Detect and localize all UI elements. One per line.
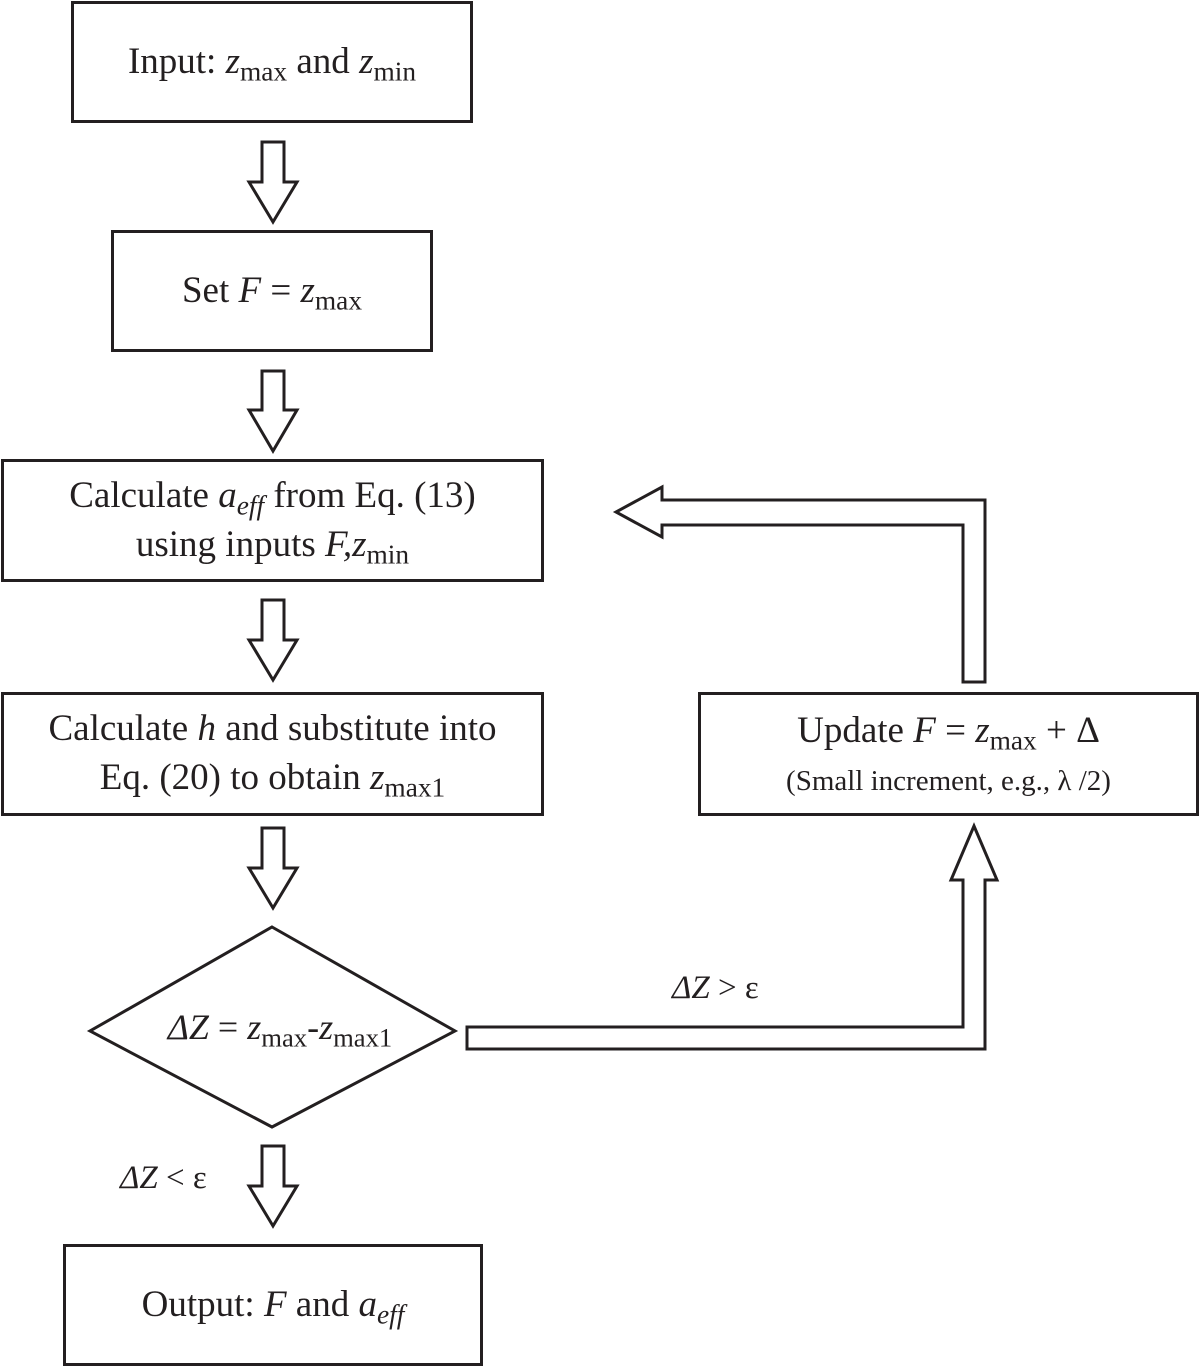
greater-than-epsilon: > ε: [709, 970, 759, 1006]
comma: ,: [342, 523, 353, 565]
sub-eff: eff: [236, 490, 265, 521]
sub-max: max: [314, 285, 363, 316]
var-f: F: [238, 269, 262, 311]
sub-max: max: [261, 1022, 308, 1053]
var-z: z: [352, 523, 367, 565]
calc-prefix: Calculate: [48, 708, 198, 750]
calc-aeff-line1: Calculate aeff from Eq. (13): [69, 472, 476, 521]
set-prefix: Set: [181, 269, 239, 311]
arrow-down-1: [246, 140, 300, 225]
sub-max: max: [989, 726, 1037, 757]
calc-h-line1: Calculate h and substitute into: [48, 705, 496, 754]
update-box: Update F = zmax + Δ (Small increment, e.…: [698, 692, 1199, 816]
condition-less-label: ΔZ < ε: [120, 1160, 207, 1197]
var-z: z: [300, 269, 315, 311]
update-line2: (Small increment, e.g., λ /2): [786, 765, 1111, 798]
calc-aeff-line2: using inputs F,zmin: [136, 521, 409, 570]
set-text: Set F = zmax: [182, 267, 362, 316]
output-and: and: [286, 1283, 359, 1325]
decision-label: ΔZ = zmax-zmax1: [100, 1006, 460, 1051]
sub-max1: max1: [384, 772, 446, 803]
delta-symbol: Δ: [167, 1007, 189, 1047]
input-and: and: [287, 40, 360, 82]
sub-min: min: [366, 539, 410, 570]
sub-max: max: [239, 56, 288, 87]
var-capital-z: Z: [691, 970, 710, 1006]
var-z: z: [319, 1007, 334, 1047]
var-f: F: [263, 1283, 287, 1325]
input-text: Input: zmax and zmin: [128, 38, 416, 87]
arrow-loop-to-update: [465, 822, 1000, 1051]
var-capital-z: Z: [188, 1007, 209, 1047]
arrow-down-4: [246, 826, 300, 911]
var-f: F: [325, 523, 343, 565]
obtain-text: Eq. (20) to obtain: [99, 757, 371, 798]
input-box: Input: zmax and zmin: [71, 1, 473, 123]
calc-h-box: Calculate h and substitute into Eq. (20)…: [1, 692, 544, 816]
arrow-down-5: [246, 1144, 300, 1229]
less-than-epsilon: < ε: [157, 1160, 207, 1196]
equals-sign: =: [261, 269, 301, 311]
var-capital-z: Z: [139, 1160, 158, 1196]
sub-eff: eff: [376, 1299, 405, 1330]
inputs-prefix: using inputs: [135, 523, 326, 565]
var-z: z: [359, 40, 374, 82]
calc-h-line2: Eq. (20) to obtain zmax1: [100, 754, 446, 803]
set-box: Set F = zmax: [111, 230, 433, 352]
equals-sign: =: [208, 1007, 248, 1047]
var-z: z: [370, 757, 385, 798]
var-z: z: [225, 40, 240, 82]
sub-min: min: [373, 56, 417, 87]
var-a: a: [358, 1283, 377, 1325]
output-prefix: Output:: [141, 1283, 264, 1325]
arrow-loop-to-calc: [612, 484, 987, 684]
output-text: Output: F and aeff: [142, 1281, 405, 1330]
minus-sign: -: [307, 1007, 320, 1047]
var-h: h: [197, 708, 216, 750]
calc-aeff-box: Calculate aeff from Eq. (13) using input…: [1, 459, 544, 582]
var-f: F: [913, 710, 936, 752]
output-box: Output: F and aeff: [63, 1244, 483, 1366]
equals-sign: =: [935, 710, 976, 752]
var-z: z: [247, 1007, 262, 1047]
arrow-down-3: [246, 598, 300, 683]
calc-prefix: Calculate: [69, 474, 219, 516]
var-z: z: [975, 710, 990, 752]
arrow-down-2: [246, 369, 300, 454]
decision-diamond: [86, 925, 459, 1129]
sub-max1: max1: [333, 1022, 393, 1053]
condition-greater-label: ΔZ > ε: [672, 970, 759, 1007]
substitute-text: and substitute into: [215, 708, 497, 750]
update-line1: Update F = zmax + Δ: [797, 707, 1100, 756]
var-a: a: [218, 474, 237, 516]
update-prefix: Update: [797, 710, 914, 752]
input-prefix: Input:: [127, 40, 226, 82]
delta-symbol: Δ: [120, 1160, 140, 1196]
calc-suffix: from Eq. (13): [264, 474, 476, 516]
delta-symbol: Δ: [672, 970, 692, 1006]
plus-delta: + Δ: [1036, 710, 1100, 752]
